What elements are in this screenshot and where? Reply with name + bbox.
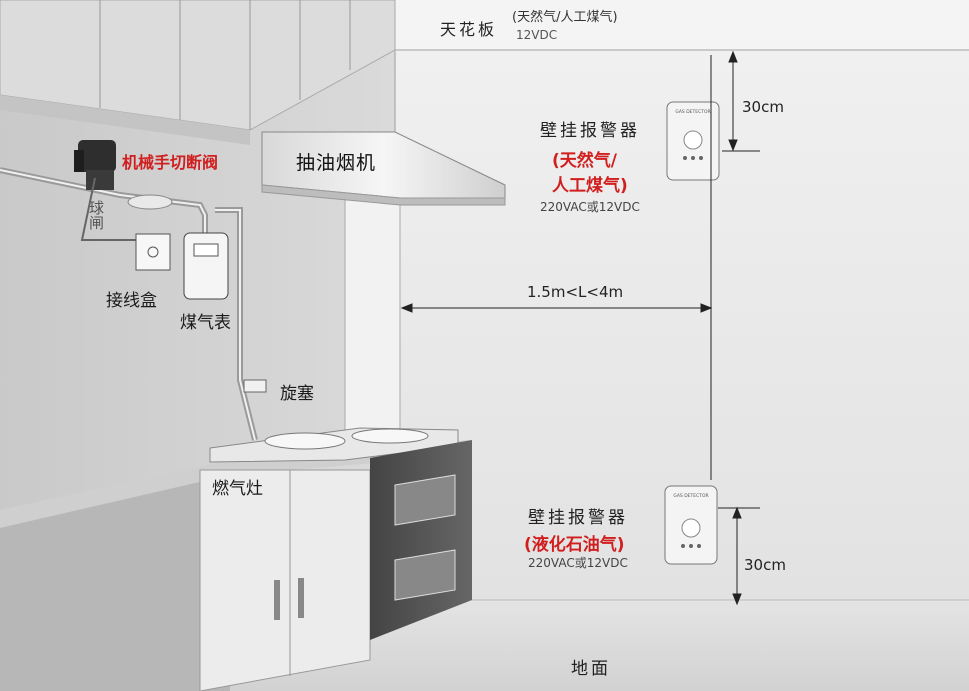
detector-top-clearance: 30cm <box>742 98 784 116</box>
dimension-lines <box>400 50 760 606</box>
ceiling-voltage: 12VDC <box>516 28 558 42</box>
gas-meter <box>183 232 229 300</box>
hood-label: 抽油烟机 <box>296 152 377 174</box>
detector-bottom-clearance: 30cm <box>744 556 786 574</box>
junction-box-label: 接线盒 <box>106 291 157 311</box>
back-wall <box>395 50 969 600</box>
gas-detector-bottom: GAS DETECTOR <box>664 485 718 565</box>
shutoff-valve <box>74 140 140 241</box>
stove-label: 燃气灶 <box>212 479 263 499</box>
upper-cabinets <box>0 0 396 145</box>
detector-top-gas-line1: (天然气/ <box>552 151 617 171</box>
gas-meter-label: 煤气表 <box>180 313 231 333</box>
ceiling-gas-type: (天然气/人工煤气) <box>512 10 618 25</box>
detector-bottom-brand: GAS DETECTOR <box>673 493 708 499</box>
range-hood <box>261 131 506 431</box>
oven-cabinet <box>370 440 472 640</box>
ceiling-surface <box>230 0 969 50</box>
detector-bottom-voltage: 220VAC或12VDC <box>528 556 628 570</box>
detector-top-brand: GAS DETECTOR <box>675 109 710 115</box>
ball-valve-label: 球闸 <box>87 200 105 230</box>
floor-label: 地面 <box>571 659 611 679</box>
plug-valve-label: 旋塞 <box>280 384 314 404</box>
detector-top-title: 壁挂报警器 <box>540 121 640 141</box>
detector-top-voltage: 220VAC或12VDC <box>540 200 640 214</box>
ceiling-label: 天花板 <box>440 20 498 39</box>
detector-bottom-title: 壁挂报警器 <box>528 508 628 528</box>
junction-box <box>135 233 171 271</box>
gas-detector-top: GAS DETECTOR <box>666 101 720 181</box>
distance-label: 1.5m<L<4m <box>527 283 624 301</box>
plug-valve <box>243 379 267 393</box>
detector-top-gas-line2: 人工煤气) <box>552 176 628 196</box>
detector-bottom-gas: (液化石油气) <box>524 535 625 555</box>
shutoff-valve-label: 机械手切断阀 <box>122 153 219 172</box>
counter <box>0 440 470 691</box>
